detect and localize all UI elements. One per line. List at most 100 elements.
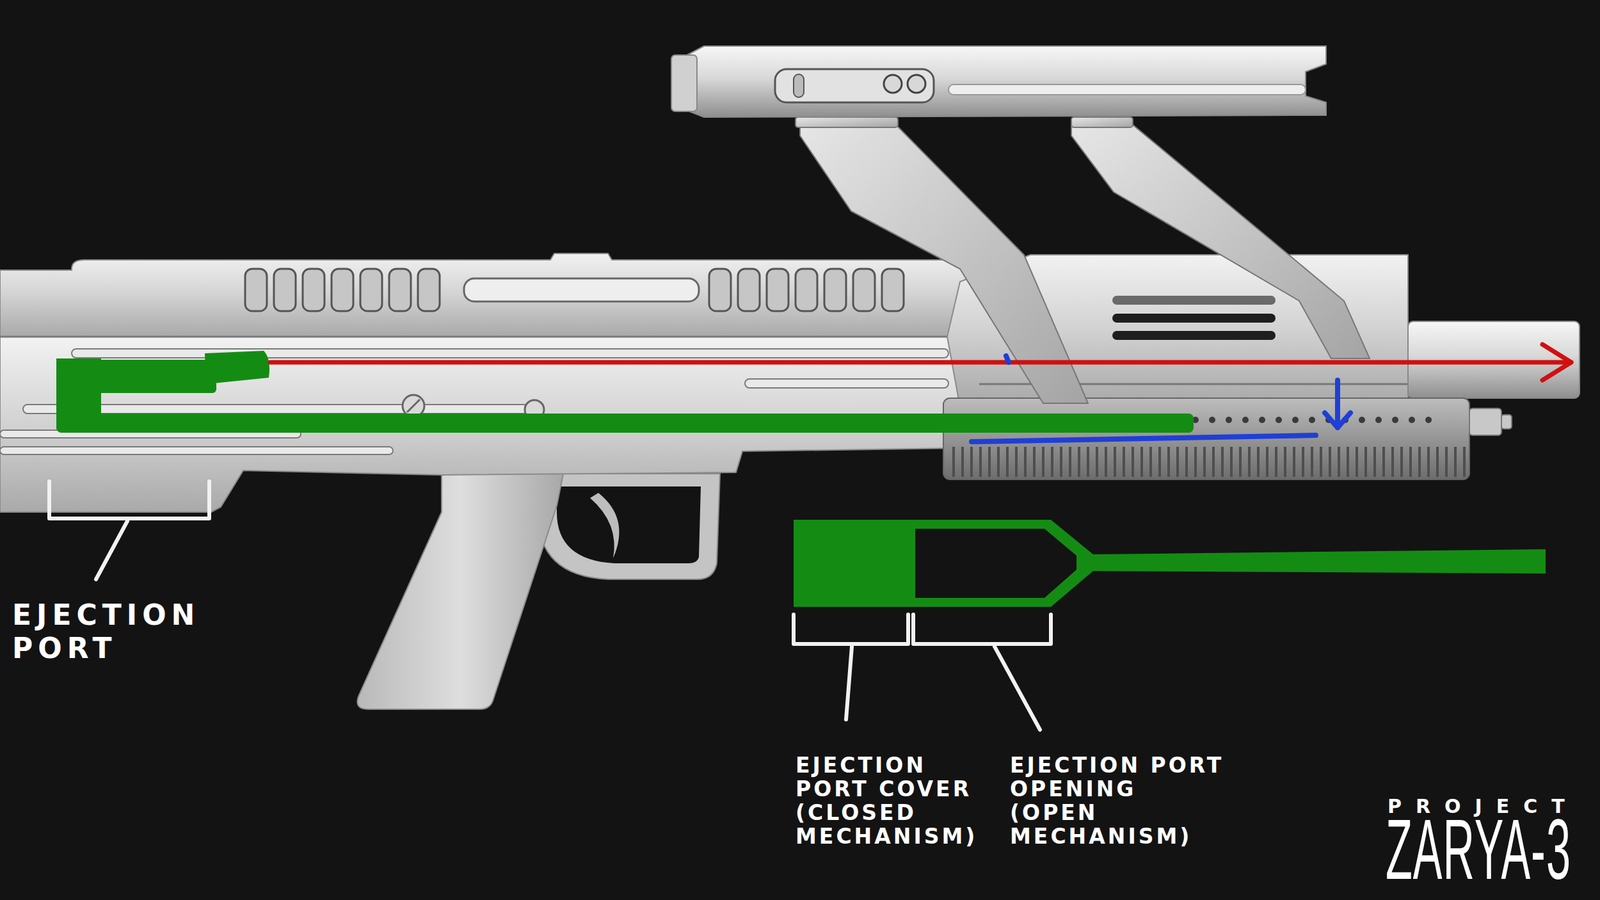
screws-part bbox=[402, 394, 425, 417]
vent-slots-part bbox=[881, 268, 904, 312]
bolt-overlay-part bbox=[56, 413, 1194, 433]
handguard-ribs-part bbox=[1319, 446, 1323, 477]
scope-mounts-part bbox=[795, 117, 898, 128]
handguard-ribs-part bbox=[1122, 446, 1126, 477]
handguard-ribs-part bbox=[1454, 446, 1457, 477]
handguard-ribs-part bbox=[1400, 446, 1403, 477]
handguard-ribs-part bbox=[1382, 446, 1385, 477]
handguard-ribs-part bbox=[1113, 446, 1117, 477]
handguard-ribs-part bbox=[952, 446, 955, 477]
handguard-ribs-part bbox=[1041, 446, 1045, 477]
handguard-ribs-part bbox=[1006, 446, 1009, 477]
handguard-ribs-part bbox=[1274, 446, 1278, 477]
handguard-ribs-part bbox=[1140, 446, 1144, 477]
part-label: EJECTION PORT bbox=[12, 598, 200, 665]
handguard-ribs-part bbox=[1292, 446, 1296, 477]
handguard-holes-part bbox=[1208, 416, 1216, 424]
scope bbox=[671, 46, 1327, 118]
trigger-guard-part bbox=[537, 473, 720, 580]
gas-block bbox=[1469, 408, 1512, 436]
scope-part bbox=[907, 74, 926, 93]
handguard-ribs-part bbox=[1337, 446, 1341, 477]
front-vents bbox=[1112, 295, 1276, 340]
receiver-grooves-part bbox=[71, 348, 949, 358]
handguard-holes-part bbox=[1392, 416, 1399, 424]
receiver-edge bbox=[0, 336, 1021, 338]
vent-slots-part bbox=[766, 268, 789, 312]
handguard-ribs-part bbox=[1024, 446, 1027, 477]
handguard-ribs-part bbox=[1032, 446, 1036, 477]
handguard-ribs-part bbox=[1364, 446, 1368, 477]
handguard-holes-part bbox=[1308, 416, 1316, 424]
vent-slots-part bbox=[417, 268, 440, 312]
handguard-ribs-part bbox=[1283, 446, 1287, 477]
vent-slots-part bbox=[795, 268, 818, 312]
handguard-ribs-part bbox=[988, 446, 991, 477]
trigger-guard bbox=[537, 473, 720, 580]
handguard-ribs-part bbox=[1104, 446, 1108, 477]
vent-slots-part bbox=[709, 268, 731, 312]
handguard-ribs-part bbox=[979, 446, 982, 477]
front-vents-part bbox=[1112, 330, 1276, 340]
scope-mounts-part bbox=[1071, 124, 1370, 359]
handguard-holes-part bbox=[1258, 416, 1266, 424]
callout-brackets-part bbox=[913, 614, 1051, 644]
handguard-ribs-part bbox=[1301, 446, 1305, 477]
handguard-ribs-part bbox=[1167, 446, 1170, 477]
blue-marker-part bbox=[971, 435, 1316, 442]
handguard-ribs-part bbox=[1221, 446, 1224, 477]
trigger-guard-part bbox=[590, 492, 619, 559]
handguard-holes-part bbox=[1425, 416, 1432, 424]
blue-marker bbox=[971, 355, 1351, 442]
travel-arrow-part bbox=[270, 360, 1572, 365]
handguard-ribs-part bbox=[1427, 446, 1430, 477]
handguard-ribs-part bbox=[1131, 446, 1135, 477]
vent-slots-part bbox=[389, 268, 411, 312]
handguard-ribs-part bbox=[1068, 446, 1072, 477]
handguard-ribs-part bbox=[1328, 446, 1332, 477]
handguard-holes-part bbox=[1242, 416, 1249, 424]
callout-brackets-part bbox=[994, 646, 1040, 730]
vent-slots-part bbox=[824, 268, 847, 312]
bolt-overlay-part bbox=[204, 350, 270, 384]
handguard-ribs-part bbox=[1149, 446, 1152, 477]
handguard-ribs-part bbox=[1059, 446, 1063, 477]
handguard-ribs-part bbox=[1355, 446, 1359, 477]
blue-marker-part bbox=[1006, 355, 1009, 363]
part-label: EJECTION PORT OPENING (OPEN MECHANISM) bbox=[1009, 753, 1231, 848]
receiver-grooves-part bbox=[0, 446, 393, 455]
callout-brackets-part bbox=[793, 614, 909, 644]
handguard-ribs-part bbox=[1086, 446, 1090, 477]
vent-slots-part bbox=[737, 268, 760, 312]
handguard-ribs-part bbox=[1265, 446, 1269, 477]
blue-marker-part bbox=[1335, 380, 1341, 428]
handguard-ribs-part bbox=[1050, 446, 1054, 477]
scope-part bbox=[793, 74, 804, 98]
handguard-ribs-part bbox=[1185, 446, 1188, 477]
handguard-ribs-part bbox=[1212, 446, 1215, 477]
pistol-grip bbox=[357, 473, 564, 710]
blue-marker-part bbox=[1324, 412, 1351, 428]
handguard-ribs-part bbox=[1445, 446, 1448, 477]
handguard-ribs-part bbox=[1203, 446, 1206, 477]
handguard-ribs bbox=[953, 446, 1465, 477]
cover-sketch bbox=[793, 519, 1546, 607]
callout-brackets-part bbox=[96, 520, 128, 580]
handguard-ribs-part bbox=[1256, 446, 1260, 477]
trigger-guard-part bbox=[556, 486, 701, 564]
handguard-ribs-part bbox=[1436, 446, 1439, 477]
vent-slots-part bbox=[331, 268, 354, 312]
handguard-ribs-part bbox=[1248, 446, 1251, 477]
handguard-holes-part bbox=[1275, 416, 1282, 424]
handguard-ribs-part bbox=[1391, 446, 1394, 477]
handguard-ribs-part bbox=[1176, 446, 1179, 477]
handguard-ribs-part bbox=[1194, 446, 1197, 477]
handguard-ribs-part bbox=[1463, 446, 1466, 477]
vent-slots-part bbox=[360, 268, 383, 312]
cover-sketch-part bbox=[915, 528, 1077, 598]
handguard-ribs-part bbox=[1346, 446, 1350, 477]
cover-sketch-part bbox=[793, 519, 1546, 607]
travel-arrow-part bbox=[1542, 344, 1572, 381]
scope-part bbox=[679, 46, 1327, 118]
handguard-ribs-part bbox=[1373, 446, 1376, 477]
